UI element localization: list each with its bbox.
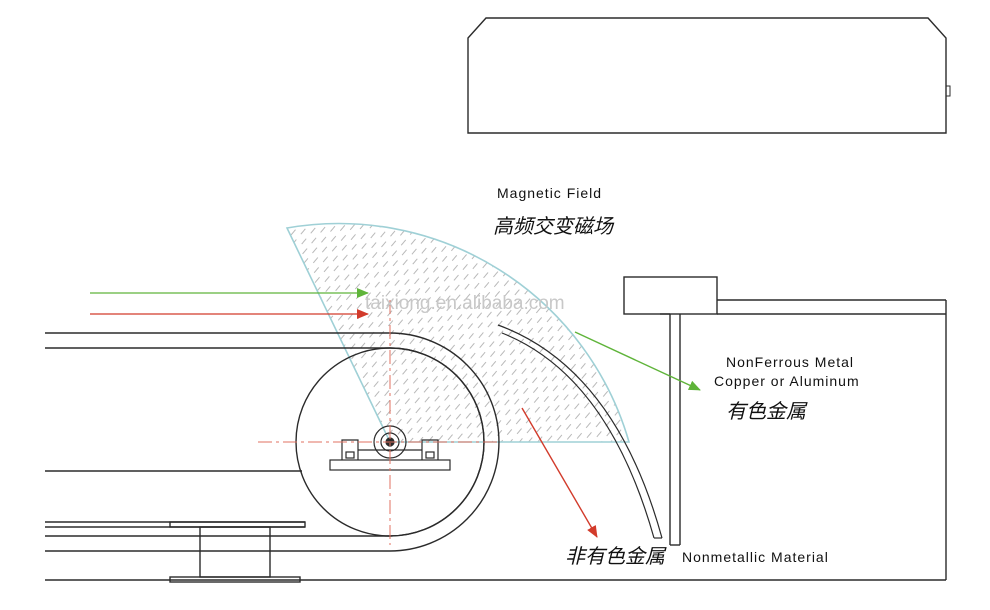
nonferrous-cn-label: 有色金属 <box>726 399 808 423</box>
watermark: taixiong.en.alibaba.com <box>365 293 565 314</box>
magnetic-field-zone <box>285 222 631 443</box>
nonmetallic-label: Nonmetallic Material <box>682 549 829 565</box>
collection-chamber <box>623 276 947 580</box>
support-post <box>169 521 306 583</box>
splitter-plate <box>497 324 663 539</box>
magnetic-field-cn-label: 高频交变磁场 <box>493 214 615 238</box>
upper-housing <box>467 17 947 134</box>
nonferrous-label-2: Copper or Aluminum <box>714 373 860 389</box>
center-lines <box>258 300 500 545</box>
housing-tab <box>945 85 951 97</box>
nonferrous-label-1: NonFerrous Metal <box>726 354 854 370</box>
nonmetallic-cn-label: 非有色金属 <box>565 544 667 568</box>
nonmetallic-trajectory-arrow <box>521 407 598 538</box>
nonferrous-trajectory-arrow <box>574 331 701 391</box>
magnetic-field-label: Magnetic Field <box>497 185 602 201</box>
